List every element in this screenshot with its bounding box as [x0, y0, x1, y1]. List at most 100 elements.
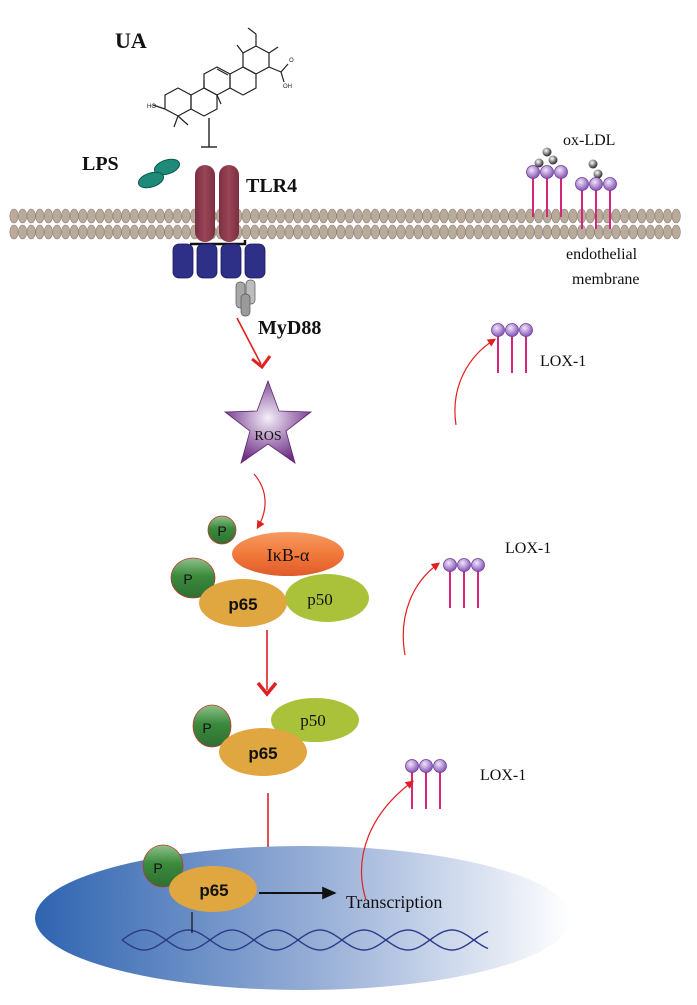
lipid-head	[482, 208, 492, 224]
lipid-head	[620, 208, 630, 224]
lipid-head	[430, 208, 440, 224]
lipid-head	[611, 224, 621, 240]
lipid-head	[413, 208, 423, 224]
dna-helix	[121, 929, 489, 951]
lipid-head	[293, 224, 303, 240]
lipid-head	[172, 224, 182, 240]
lipid-head	[499, 208, 509, 224]
lipid-head	[568, 208, 578, 224]
lipid-head	[18, 224, 28, 240]
lipid-head	[637, 224, 647, 240]
lipid-head	[78, 208, 88, 224]
lipid-head	[491, 208, 501, 224]
lipid-head	[379, 208, 389, 224]
lipid-head	[663, 224, 673, 240]
lipid-head	[413, 224, 423, 240]
myd88-complex	[172, 240, 266, 317]
lipid-head	[405, 208, 415, 224]
lox1-head	[433, 759, 447, 773]
ros-label: ROS	[254, 429, 281, 444]
lipid-head	[69, 224, 79, 240]
lox1-head	[457, 558, 471, 572]
lipid-head	[164, 208, 174, 224]
molecule-oh-label: OH	[283, 84, 292, 90]
lipid-head	[164, 224, 174, 240]
lipid-head	[379, 224, 389, 240]
lipid-head	[456, 208, 466, 224]
lox1-head	[405, 759, 419, 773]
lox1-head	[519, 323, 533, 337]
lox1-head	[491, 323, 505, 337]
lipid-head	[422, 224, 432, 240]
lipid-head	[465, 224, 475, 240]
lipid-head	[439, 224, 449, 240]
lipid-head	[43, 208, 53, 224]
lps-label: LPS	[82, 153, 119, 175]
lipid-head	[645, 224, 655, 240]
lipid-head	[344, 224, 354, 240]
ox-ldl-particles	[534, 147, 603, 179]
lipid-head	[611, 208, 621, 224]
lox1-head	[603, 177, 617, 191]
lipid-head	[465, 208, 475, 224]
ros-star	[223, 379, 313, 464]
lipid-head	[387, 224, 397, 240]
lipid-head	[310, 224, 320, 240]
lipid-head	[534, 208, 544, 224]
lipid-head	[104, 208, 114, 224]
lipid-head	[61, 208, 71, 224]
ikb-label: IκB-α	[267, 545, 310, 565]
lipid-head	[112, 208, 122, 224]
lipid-head	[104, 224, 114, 240]
transcription-label: Transcription	[346, 892, 442, 912]
lipid-head	[112, 224, 122, 240]
lipid-head	[121, 208, 131, 224]
lipid-head	[405, 224, 415, 240]
lipid-head	[671, 208, 681, 224]
lipid-head	[482, 224, 492, 240]
lox1-label-bottom: LOX-1	[480, 767, 526, 784]
lipid-head	[585, 208, 595, 224]
lipid-head	[95, 224, 105, 240]
p50-label-2: p50	[300, 711, 326, 730]
lox1-membrane-receptors	[526, 165, 617, 229]
lipid-head	[9, 208, 19, 224]
lipid-head	[448, 224, 458, 240]
lipid-head	[147, 208, 157, 224]
lipid-head	[327, 224, 337, 240]
lipid-head	[336, 208, 346, 224]
lipid-head	[35, 224, 45, 240]
lipid-head	[508, 224, 518, 240]
lipid-head	[628, 208, 638, 224]
lipid-head	[310, 208, 320, 224]
lipid-head	[370, 224, 380, 240]
ua-label: UA	[115, 28, 147, 53]
lipid-head	[516, 208, 526, 224]
lipid-head	[663, 208, 673, 224]
lipid-head	[147, 224, 157, 240]
lipid-head	[86, 208, 96, 224]
p50-label-1: p50	[307, 590, 333, 609]
lipid-head	[456, 224, 466, 240]
nfkb-ikb-complex	[170, 515, 369, 627]
lox1-head	[505, 323, 519, 337]
lox1-head	[526, 165, 540, 179]
lipid-head	[353, 208, 363, 224]
lipid-head	[430, 224, 440, 240]
lipid-head	[654, 224, 664, 240]
lipid-head	[559, 224, 569, 240]
lipid-head	[301, 208, 311, 224]
lipid-head	[155, 224, 165, 240]
lipid-head	[293, 208, 303, 224]
lipid-head	[628, 224, 638, 240]
arrow-to-lox1-bottom	[360, 780, 415, 901]
lipid-head	[319, 208, 329, 224]
p65-p-label-2: P	[202, 720, 211, 736]
molecule-ho-label: HO	[147, 104, 156, 110]
lipid-head	[534, 224, 544, 240]
lox1-head	[554, 165, 568, 179]
lipid-head	[387, 208, 397, 224]
lox1-label-top: LOX-1	[540, 353, 586, 370]
lipid-head	[473, 208, 483, 224]
lipid-head	[250, 208, 260, 224]
